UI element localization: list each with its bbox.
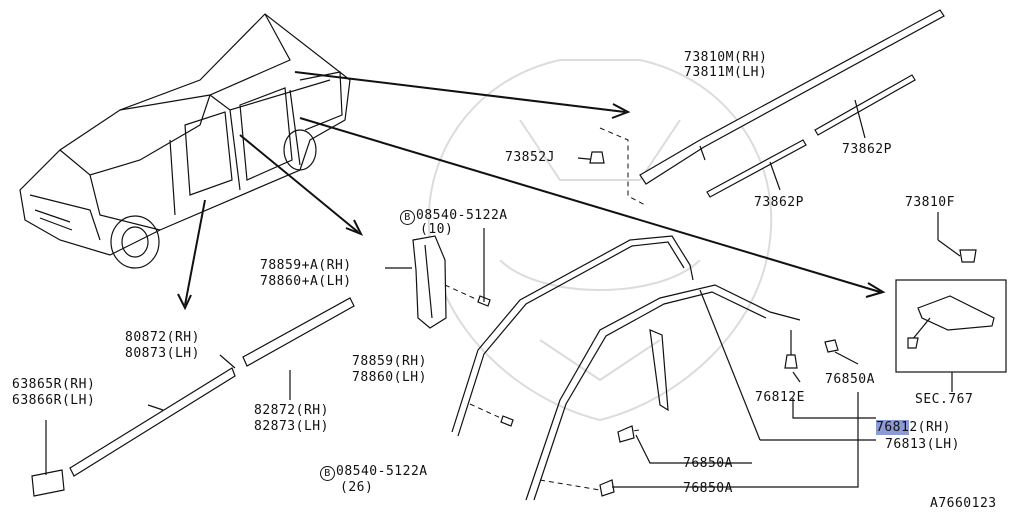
clip-76850a-low-label: 76850A (683, 481, 733, 496)
pillar-finisher-rh-label: 78859+A(RH) (260, 258, 352, 273)
clip-76850a-mid-label: 76850A (683, 456, 733, 471)
diagram-code-label: A7660123 (930, 496, 997, 511)
strip-lower-label: 73862P (754, 195, 804, 210)
weatherstrip-rh-suffix: 2(RH) (909, 420, 951, 435)
clip-73852j-label: 73852J (505, 150, 555, 165)
pillar-finisher (385, 228, 491, 329)
molding-front-lh-label: 80873(LH) (125, 346, 200, 361)
molding-fender-rh-label: 63865R(RH) (12, 377, 96, 392)
molding-front-rh-label: 80872(RH) (125, 330, 200, 345)
molding-rear-rh-label: 82872(RH) (254, 403, 329, 418)
roof-molding-lh-label: 73811M(LH) (684, 65, 768, 80)
clip-76850a-right-label: 76850A (825, 372, 875, 387)
screw-bottom-qty: (26) (340, 480, 374, 495)
reference-arrows (177, 71, 886, 311)
molding-fender-lh-label: 63866R(LH) (12, 393, 96, 408)
section-inset (895, 279, 1007, 373)
strip-upper-label: 73862P (842, 142, 892, 157)
screw-top-code: 08540-5122A (416, 208, 508, 223)
clips (599, 212, 977, 497)
leader-lines (612, 351, 953, 488)
highlighted-part-number[interactable]: 7681 (876, 420, 910, 435)
screw-marker-icon: B (320, 466, 335, 481)
pillar-finisher-lh-label: 78860+A(LH) (260, 274, 352, 289)
roof-molding (577, 9, 945, 206)
section-ref-label: SEC.767 (915, 392, 974, 407)
molding-rear-lh-label: 82873(LH) (254, 419, 329, 434)
roof-strips (706, 74, 916, 198)
screw-marker-icon: B (400, 210, 415, 225)
weatherstrip-lh-label: 76813(LH) (885, 437, 960, 452)
clip-73810f-label: 73810F (905, 195, 955, 210)
vehicle-illustration (19, 13, 351, 269)
weatherstrip-rh-label: 76812(RH) (876, 420, 951, 435)
screw-bottom-code: 08540-5122A (336, 464, 428, 479)
roof-molding-rh-label: 73810M(RH) (684, 50, 768, 65)
door-sash-frames (451, 235, 801, 501)
clip-76812e-label: 76812E (755, 390, 805, 405)
sash-finisher-lh-label: 78860(LH) (352, 370, 427, 385)
sash-finisher-rh-label: 78859(RH) (352, 354, 427, 369)
watermark-emblem (427, 59, 773, 422)
side-moldings (31, 297, 355, 497)
screw-top-qty: (10) (420, 222, 454, 237)
